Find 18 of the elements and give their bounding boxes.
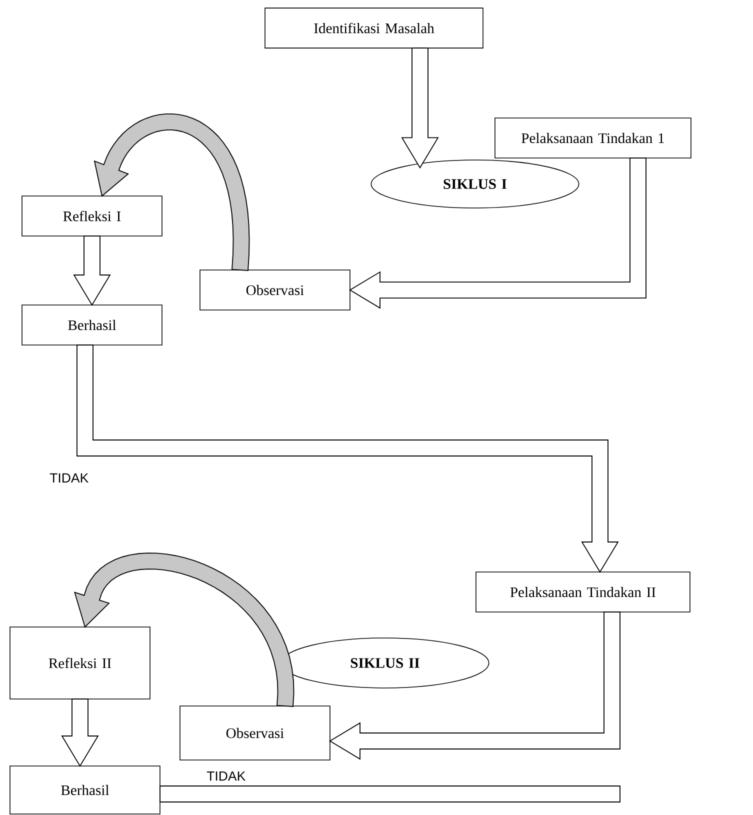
block-arrow: [61, 698, 99, 767]
process-box: Identifikasi Masalah: [264, 8, 484, 48]
process-box: Refleksi I: [22, 196, 162, 236]
block-arrow: [76, 344, 619, 573]
process-box: Pelaksanaan Tindakan II: [476, 572, 690, 612]
block-arrow: [401, 48, 439, 169]
block-arrow: [329, 612, 620, 760]
block-arrow: [74, 552, 294, 707]
branch-label: TIDAK: [50, 473, 89, 483]
block-arrow: [349, 158, 646, 309]
block-arrow: [73, 236, 111, 306]
process-box: Observasi: [180, 706, 330, 760]
process-box: Pelaksanaan Tindakan 1: [494, 118, 692, 158]
process-box: Refleksi II: [10, 626, 150, 700]
process-box: Berhasil: [10, 766, 160, 814]
process-box: Berhasil: [22, 304, 162, 346]
block-arrow: [160, 786, 620, 802]
process-box: Observasi: [200, 270, 350, 310]
